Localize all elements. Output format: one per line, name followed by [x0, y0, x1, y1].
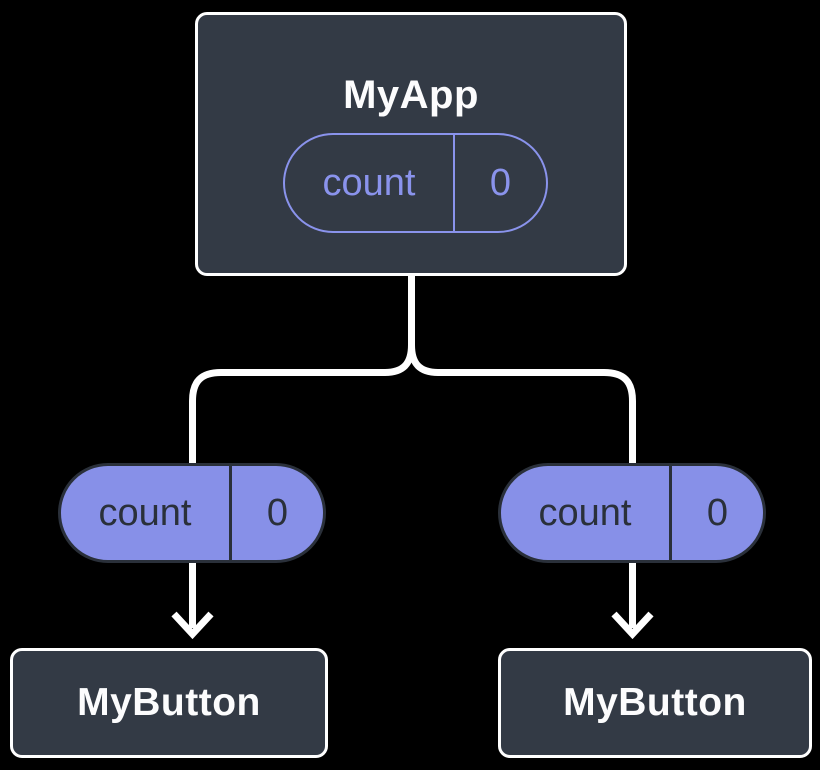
root-component-title: MyApp — [343, 73, 479, 117]
root-component-node: MyApp count 0 — [195, 12, 627, 276]
prop-name-right: count — [501, 466, 672, 560]
child-component-node-right: MyButton — [498, 648, 812, 758]
prop-value-left: 0 — [266, 491, 289, 534]
state-value: 0 — [489, 161, 512, 204]
child-component-node-left: MyButton — [10, 648, 328, 758]
prop-name-left: count — [61, 466, 232, 560]
arrow-left-head-icon — [171, 611, 214, 640]
state-pill: count 0 — [283, 133, 548, 233]
connector-branch-right — [408, 272, 636, 466]
state-name: count — [285, 135, 455, 231]
child-component-title-left: MyButton — [77, 681, 261, 724]
prop-pill-left: count 0 — [58, 463, 326, 563]
arrow-right-head-icon — [611, 611, 654, 640]
child-component-title-right: MyButton — [563, 681, 747, 724]
prop-pill-right: count 0 — [498, 463, 766, 563]
prop-value-right: 0 — [706, 491, 729, 534]
connector-branch-left — [189, 272, 415, 466]
